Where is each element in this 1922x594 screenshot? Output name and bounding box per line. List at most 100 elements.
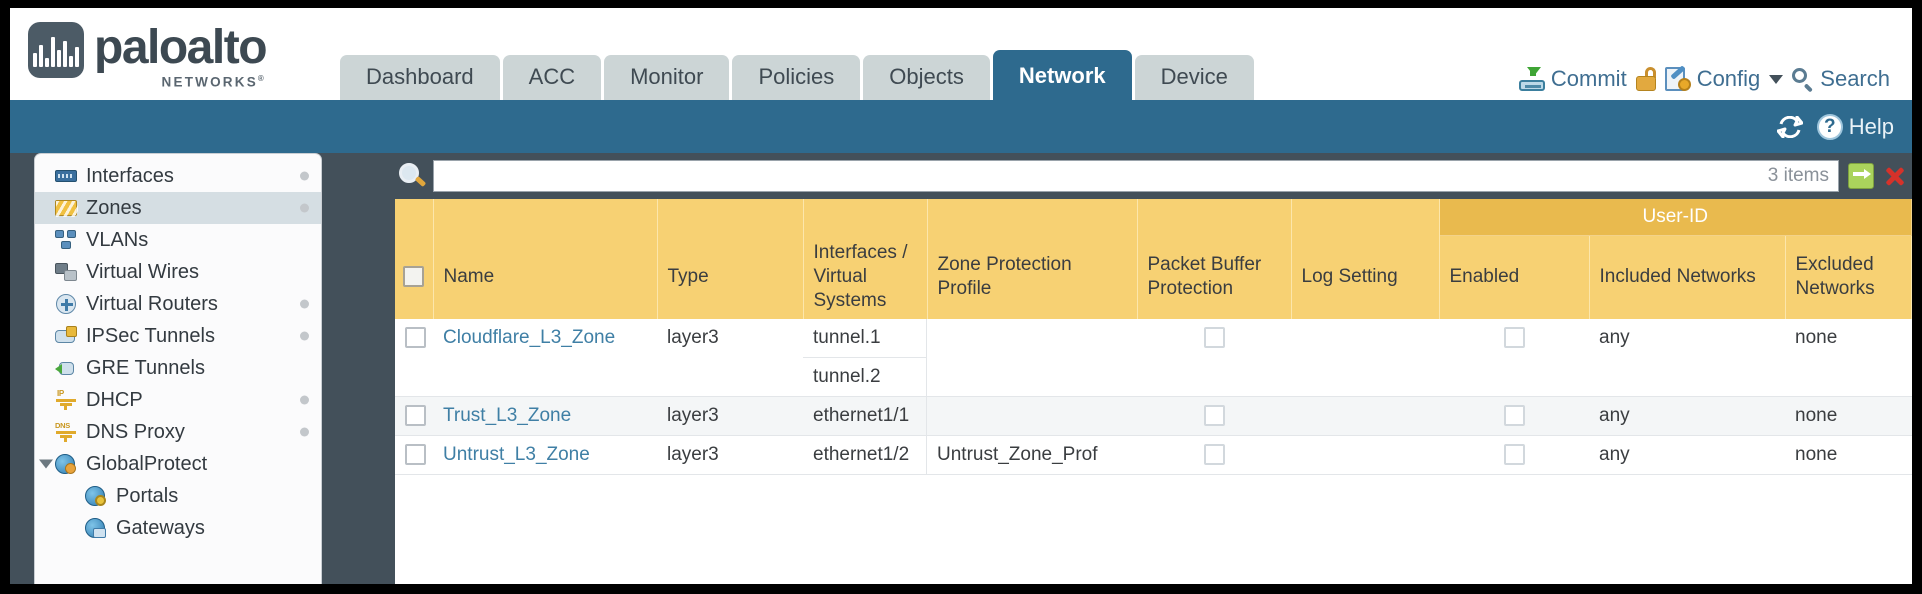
apply-filter-icon[interactable] — [1848, 163, 1874, 189]
commit-button[interactable]: Commit — [1518, 66, 1627, 92]
column-header-enabled[interactable]: Enabled — [1439, 235, 1590, 319]
column-header-excluded-networks[interactable]: Excluded Networks — [1785, 235, 1912, 319]
main-panel: 3 items — [395, 153, 1912, 584]
main-tabs: Dashboard ACC Monitor Policies Objects N… — [340, 50, 1257, 100]
row-select-cell — [395, 435, 433, 475]
cell-included-networks: any — [1589, 319, 1785, 397]
zones-table-wrapper: User-ID Name Type Interfaces / Virtual S… — [395, 199, 1912, 584]
column-header-type[interactable]: Type — [657, 235, 804, 319]
row-checkbox[interactable] — [405, 405, 426, 427]
group-blank-1 — [395, 199, 434, 235]
config-lock-button[interactable] — [1635, 67, 1656, 91]
cell-packet-buffer-protection — [1137, 319, 1291, 397]
sidebar-item-interfaces[interactable]: Interfaces — [35, 160, 321, 192]
column-group-user-id: User-ID — [1439, 199, 1912, 236]
cell-name: Trust_L3_Zone — [433, 396, 657, 436]
chevron-down-icon[interactable] — [39, 459, 53, 469]
commit-label: Commit — [1550, 66, 1627, 91]
row-checkbox[interactable] — [405, 327, 426, 349]
userid-enabled-checkbox[interactable] — [1503, 405, 1525, 427]
config-menu-button[interactable]: Config — [1664, 65, 1784, 92]
page-body: Interfaces Zones VLANs Virtual Wires — [10, 153, 1912, 584]
table-row[interactable]: Trust_L3_Zone layer3 ethernet1/1 — [395, 396, 1912, 436]
interfaces-icon — [55, 166, 77, 186]
dns-proxy-icon: DNS — [55, 421, 77, 442]
interface-entry: ethernet1/2 — [803, 436, 927, 474]
group-blank-3 — [657, 199, 804, 235]
sidebar-item-label: Zones — [86, 196, 142, 219]
row-checkbox[interactable] — [405, 444, 426, 466]
sidebar-item-portals[interactable]: Portals — [35, 480, 321, 512]
column-header-zone-protection-profile[interactable]: Zone Protection Profile — [927, 235, 1138, 319]
chevron-down-icon — [1769, 74, 1784, 84]
sidebar-item-gateways[interactable]: Gateways — [35, 512, 321, 544]
cell-interfaces: ethernet1/1 — [803, 396, 927, 436]
brand-logo[interactable]: paloalto NETWORKS® — [28, 22, 268, 90]
zone-link[interactable]: Trust_L3_Zone — [443, 405, 572, 426]
packet-buffer-protection-checkbox[interactable] — [1203, 405, 1225, 427]
select-all-checkbox[interactable] — [403, 266, 424, 288]
cell-type: layer3 — [657, 435, 803, 475]
help-button[interactable]: ? Help — [1816, 113, 1894, 140]
sidebar-item-label: Virtual Routers — [86, 292, 218, 315]
column-header-name[interactable]: Name — [433, 235, 658, 319]
interface-entry: ethernet1/1 — [803, 397, 927, 435]
tab-policies[interactable]: Policies — [732, 55, 861, 100]
userid-enabled-checkbox[interactable] — [1503, 444, 1525, 466]
table-group-header-row: User-ID — [395, 199, 1912, 236]
ipsec-tunnels-icon — [55, 326, 77, 346]
top-toolbar: Commit Config Search — [1518, 65, 1890, 92]
cell-excluded-networks: none — [1785, 319, 1912, 397]
gateways-icon — [85, 518, 107, 538]
sidebar-item-ipsec-tunnels[interactable]: IPSec Tunnels — [35, 320, 321, 352]
column-header-interfaces[interactable]: Interfaces / Virtual Systems — [803, 235, 928, 319]
vlans-icon — [55, 230, 77, 250]
cell-userid-enabled — [1439, 319, 1589, 397]
packet-buffer-protection-checkbox[interactable] — [1203, 327, 1225, 349]
zone-link[interactable]: Untrust_L3_Zone — [443, 444, 590, 465]
context-bar: ? Help — [10, 100, 1912, 153]
sidebar-item-dhcp[interactable]: IP DHCP — [35, 384, 321, 416]
clear-filter-icon[interactable] — [1882, 163, 1908, 189]
status-dot — [300, 395, 309, 405]
table-row[interactable]: Untrust_L3_Zone layer3 ethernet1/2 Untru… — [395, 435, 1912, 475]
search-field-wrapper[interactable]: 3 items — [433, 160, 1839, 192]
filter-bar: 3 items — [395, 153, 1912, 199]
cell-included-networks: any — [1589, 435, 1785, 475]
magnifier-icon[interactable] — [399, 163, 427, 189]
search-button[interactable]: Search — [1792, 66, 1890, 92]
cell-userid-enabled — [1439, 435, 1589, 475]
sidebar-item-zones[interactable]: Zones — [35, 192, 321, 224]
sidebar-item-label: Interfaces — [86, 164, 174, 187]
cell-excluded-networks: none — [1785, 396, 1912, 436]
column-header-log-setting[interactable]: Log Setting — [1291, 235, 1440, 319]
sidebar-item-virtual-routers[interactable]: Virtual Routers — [35, 288, 321, 320]
sidebar-item-virtual-wires[interactable]: Virtual Wires — [35, 256, 321, 288]
sidebar-item-vlans[interactable]: VLANs — [35, 224, 321, 256]
sidebar-item-dns-proxy[interactable]: DNS DNS Proxy — [35, 416, 321, 448]
tab-device[interactable]: Device — [1134, 55, 1254, 100]
table-row[interactable]: Cloudflare_L3_Zone layer3 tunnel.1 tunne… — [395, 319, 1912, 397]
group-blank-2 — [433, 199, 658, 235]
sidebar-item-gre-tunnels[interactable]: GRE Tunnels — [35, 352, 321, 384]
zone-link[interactable]: Cloudflare_L3_Zone — [443, 327, 616, 348]
tab-network[interactable]: Network — [992, 50, 1132, 100]
status-dot — [300, 299, 309, 309]
commit-icon — [1518, 67, 1545, 91]
tab-monitor[interactable]: Monitor — [604, 55, 730, 100]
select-all-header — [395, 235, 434, 319]
interface-entry: tunnel.2 — [803, 358, 927, 396]
tab-objects[interactable]: Objects — [863, 55, 990, 100]
sidebar-item-globalprotect[interactable]: GlobalProtect — [35, 448, 321, 480]
refresh-icon[interactable] — [1776, 115, 1803, 138]
tab-dashboard[interactable]: Dashboard — [340, 55, 500, 100]
search-input[interactable] — [434, 161, 1768, 191]
tab-acc[interactable]: ACC — [502, 55, 602, 100]
gre-tunnels-icon — [55, 358, 77, 378]
column-header-packet-buffer-protection[interactable]: Packet Buffer Protection — [1137, 235, 1292, 319]
column-header-included-networks[interactable]: Included Networks — [1589, 235, 1786, 319]
userid-enabled-checkbox[interactable] — [1503, 327, 1525, 349]
cell-packet-buffer-protection — [1137, 396, 1291, 436]
cell-interfaces: tunnel.1 tunnel.2 — [803, 319, 927, 397]
packet-buffer-protection-checkbox[interactable] — [1203, 444, 1225, 466]
